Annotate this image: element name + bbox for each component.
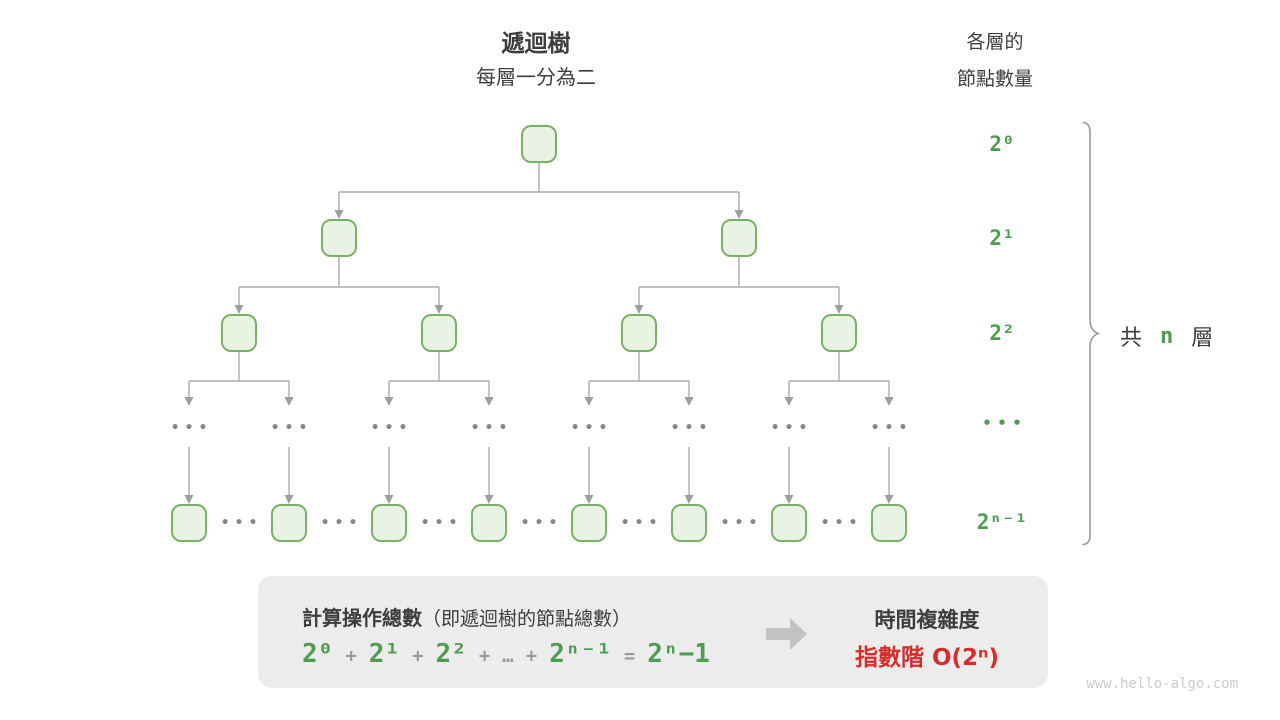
ellipsis-dots: ••• xyxy=(770,420,813,436)
time-complexity-value: 指數階 O(2ⁿ) xyxy=(854,645,1000,671)
tree-node xyxy=(471,504,507,542)
ellipsis-dots: ••• xyxy=(220,515,263,531)
level-count-label: 2¹ xyxy=(989,226,1015,250)
tree-node xyxy=(271,504,307,542)
tree-node xyxy=(571,504,607,542)
formula-term: 2¹ xyxy=(368,639,401,669)
formula-operator: + xyxy=(412,645,424,667)
level-count-label: ••• xyxy=(982,414,1028,432)
tree-node xyxy=(421,314,457,352)
formula-operator: … xyxy=(502,645,514,667)
tree-node xyxy=(771,504,807,542)
ellipsis-dots: ••• xyxy=(720,515,763,531)
calc-total-title: 計算操作總數（即遞迴樹的節點總數） xyxy=(302,602,631,631)
calc-total-title-paren: （即遞迴樹的節點總數） xyxy=(422,608,632,630)
total-layers-suffix: 層 xyxy=(1191,326,1214,351)
formula-operator: + xyxy=(478,645,491,667)
ellipsis-dots: ••• xyxy=(520,515,563,531)
ellipsis-dots: ••• xyxy=(370,420,413,436)
watermark: www.hello-algo.com xyxy=(1086,676,1238,692)
diagram-subtitle: 每層一分為二 xyxy=(476,65,596,89)
node-count-formula: 2⁰ +2¹ +2² + … +2ⁿ⁻¹ = 2ⁿ−1 xyxy=(302,639,710,669)
level-count-label: 2ⁿ⁻¹ xyxy=(976,510,1028,534)
tree-node xyxy=(221,314,257,352)
tree-node xyxy=(521,125,557,163)
ellipsis-dots: ••• xyxy=(320,515,363,531)
tree-node xyxy=(671,504,707,542)
formula-term: 2ⁿ⁻¹ xyxy=(549,639,612,669)
diagram-title: 遞迴樹 xyxy=(501,31,571,57)
formula-operator: + xyxy=(345,645,357,667)
formula-term: 2² xyxy=(435,639,467,669)
total-layers-variable: n xyxy=(1160,323,1174,349)
ellipsis-dots: ••• xyxy=(270,420,313,436)
levels-column-title-line1: 各層的 xyxy=(966,31,1024,53)
ellipsis-dots: ••• xyxy=(670,420,713,436)
tree-node xyxy=(171,504,207,542)
tree-node xyxy=(721,219,757,257)
ellipsis-dots: ••• xyxy=(170,420,213,436)
ellipsis-dots: ••• xyxy=(420,515,463,531)
tree-node xyxy=(871,504,907,542)
ellipsis-dots: ••• xyxy=(620,515,663,531)
n-layers-brace xyxy=(1082,121,1100,546)
tree-node xyxy=(621,314,657,352)
levels-column-title-line2: 節點數量 xyxy=(956,68,1033,90)
ellipsis-dots: ••• xyxy=(570,420,613,436)
ellipsis-dots: ••• xyxy=(870,420,913,436)
arrow-right-icon xyxy=(766,618,807,650)
formula-term: 2⁰ xyxy=(302,639,334,669)
total-layers-prefix: 共 xyxy=(1120,326,1143,351)
level-count-label: 2² xyxy=(989,321,1015,345)
time-complexity-block: 時間複雜度 指數階 O(2ⁿ) xyxy=(807,576,1047,688)
formula-operator: = xyxy=(623,645,636,667)
formula-term: 2ⁿ−1 xyxy=(647,639,710,669)
tree-node xyxy=(371,504,407,542)
time-complexity-title: 時間複雜度 xyxy=(874,608,980,632)
tree-node xyxy=(821,314,857,352)
level-count-label: 2⁰ xyxy=(989,132,1015,156)
tree-node xyxy=(321,219,357,257)
formula-operator: + xyxy=(525,645,538,667)
total-layers-label: 共 n 層 xyxy=(1120,320,1213,352)
calc-total-title-bold: 計算操作總數 xyxy=(302,606,422,630)
summary-box: 計算操作總數（即遞迴樹的節點總數） 2⁰ +2¹ +2² + … +2ⁿ⁻¹ = 2ⁿ−1 時… xyxy=(258,576,1048,688)
ellipsis-dots: ••• xyxy=(820,515,863,531)
ellipsis-dots: ••• xyxy=(470,420,513,436)
